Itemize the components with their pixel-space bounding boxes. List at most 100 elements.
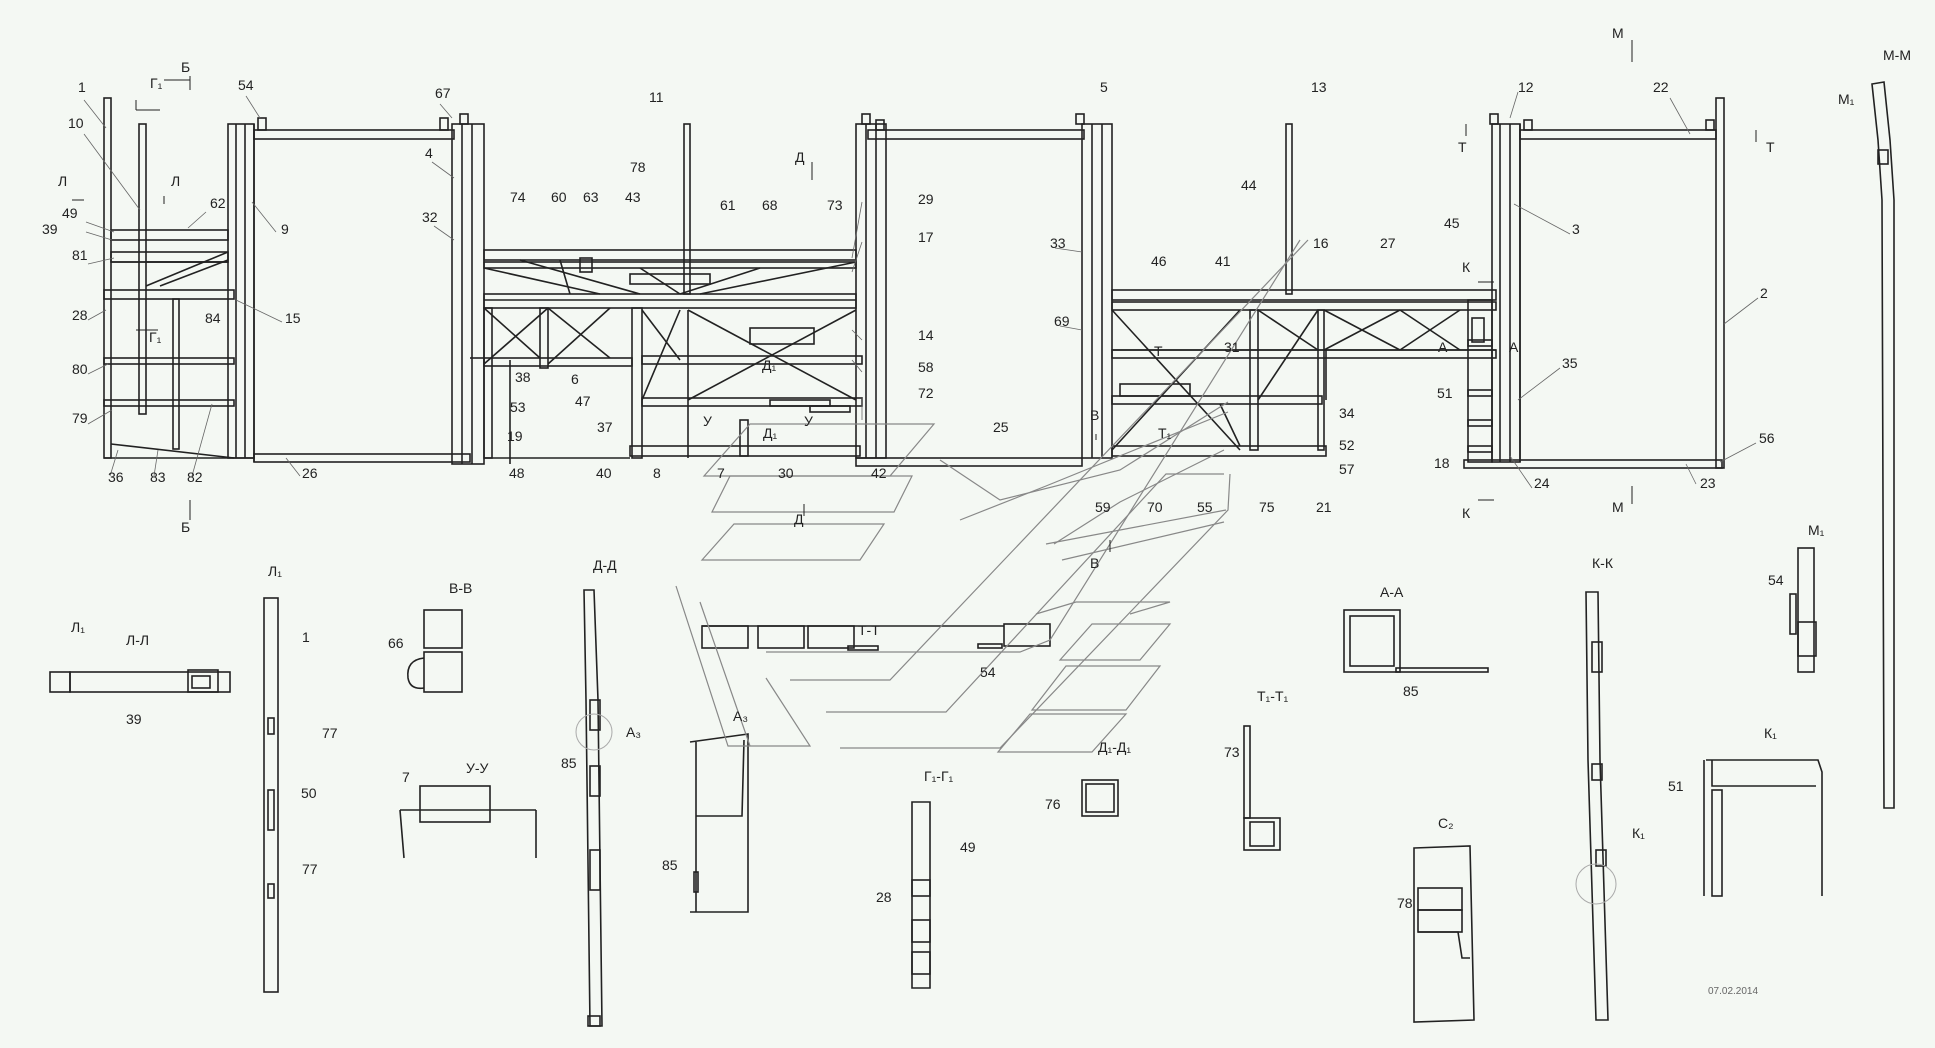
- part-number: 15: [285, 310, 301, 326]
- part-number: 34: [1339, 405, 1355, 421]
- section-k1: [1703, 759, 1823, 897]
- part-number: 45: [1444, 215, 1460, 231]
- part-number: 53: [510, 399, 526, 415]
- part-number: 13: [1311, 79, 1327, 95]
- part-number: 54: [1768, 572, 1784, 588]
- part-number: 18: [1434, 455, 1450, 471]
- section-mark: М-М: [1883, 47, 1911, 63]
- part-number: 29: [918, 191, 934, 207]
- part-number: 3: [1572, 221, 1580, 237]
- section-mark: Г₁-Г₁: [924, 768, 954, 784]
- section-mark: А₃: [626, 724, 641, 740]
- part-number: 44: [1241, 177, 1257, 193]
- part-number: 39: [42, 221, 58, 237]
- part-number: 52: [1339, 437, 1355, 453]
- section-mark: Б: [181, 59, 190, 75]
- part-number: 22: [1653, 79, 1669, 95]
- section-mark: Т₁: [1158, 425, 1172, 441]
- section-m1: [1789, 547, 1817, 673]
- part-number: 85: [1403, 683, 1419, 699]
- module-3: [1075, 113, 1497, 459]
- part-number: 26: [302, 465, 318, 481]
- section-mark: К₁: [1632, 825, 1645, 841]
- section-mark: А₃: [733, 708, 748, 724]
- part-number: 79: [72, 410, 88, 426]
- part-number: 51: [1437, 385, 1453, 401]
- part-number: 54: [980, 664, 996, 680]
- section-mark: В-В: [449, 580, 472, 596]
- part-number: 8: [653, 465, 661, 481]
- section-d1d1: [1081, 779, 1119, 817]
- part-number: 24: [1534, 475, 1550, 491]
- part-number: 43: [625, 189, 641, 205]
- part-number: 60: [551, 189, 567, 205]
- part-number: 42: [871, 465, 887, 481]
- part-number: 70: [1147, 499, 1163, 515]
- part-number: 61: [720, 197, 736, 213]
- part-number: 49: [62, 205, 78, 221]
- section-mark: Д₁: [763, 425, 777, 441]
- section-mark: Т₁-Т₁: [1257, 688, 1288, 704]
- part-number: 39: [126, 711, 142, 727]
- drawing-date: 07.02.2014: [1708, 986, 1758, 997]
- part-number: 66: [388, 635, 404, 651]
- part-number: 30: [778, 465, 794, 481]
- part-number: 76: [1045, 796, 1061, 812]
- part-number: 37: [597, 419, 613, 435]
- section-aa: [1343, 609, 1489, 673]
- part-number: 41: [1215, 253, 1231, 269]
- part-number: 69: [1054, 313, 1070, 329]
- part-number: 12: [1518, 79, 1534, 95]
- part-number: 54: [238, 77, 254, 93]
- section-mark: К-К: [1592, 555, 1614, 571]
- part-number: 7: [717, 465, 725, 481]
- section-mark: К: [1462, 505, 1471, 521]
- part-number: 47: [575, 393, 591, 409]
- part-number: 23: [1700, 475, 1716, 491]
- part-number: 59: [1095, 499, 1111, 515]
- part-number: 55: [1197, 499, 1213, 515]
- section-mark: Д₁: [762, 357, 776, 373]
- part-number: 1: [78, 79, 86, 95]
- section-mark: Д: [795, 149, 805, 165]
- part-number: 85: [662, 857, 678, 873]
- part-number: Л: [58, 173, 67, 189]
- part-number: 62: [210, 195, 226, 211]
- section-mark: Г₁: [150, 75, 163, 91]
- part-number: 67: [435, 85, 451, 101]
- part-number: 32: [422, 209, 438, 225]
- section-mark: К: [1462, 259, 1471, 275]
- section-mark: Т: [1458, 139, 1467, 155]
- section-g1: [911, 801, 931, 989]
- section-t1t1: [1243, 725, 1281, 851]
- section-a3: [689, 733, 749, 913]
- section-mark: Л: [171, 173, 180, 189]
- section-mark: У: [804, 413, 813, 429]
- section-mark: У-У: [466, 760, 489, 776]
- part-number: 2: [1760, 285, 1768, 301]
- part-number: 28: [876, 889, 892, 905]
- part-number: 25: [993, 419, 1009, 435]
- section-mark: В: [1090, 555, 1099, 571]
- part-number: 74: [510, 189, 526, 205]
- part-number: 27: [1380, 235, 1396, 251]
- part-number: 6: [571, 371, 579, 387]
- section-mark: А: [1509, 339, 1519, 355]
- section-mark: Б: [181, 519, 190, 535]
- part-number: 31: [1224, 339, 1240, 355]
- part-number: 72: [918, 385, 934, 401]
- part-number: 83: [150, 469, 166, 485]
- section-mm-strip: [1871, 81, 1895, 809]
- part-number: 11: [649, 89, 664, 105]
- part-number: 78: [630, 159, 646, 175]
- part-number: 57: [1339, 461, 1355, 477]
- part-number: 85: [561, 755, 577, 771]
- section-l1-strip: [263, 597, 279, 993]
- section-mark: Т: [1154, 343, 1163, 359]
- part-number: 28: [72, 307, 88, 323]
- part-number: 63: [583, 189, 599, 205]
- part-number: 84: [205, 310, 221, 326]
- section-ll: [49, 669, 231, 693]
- part-number: 4: [425, 145, 433, 161]
